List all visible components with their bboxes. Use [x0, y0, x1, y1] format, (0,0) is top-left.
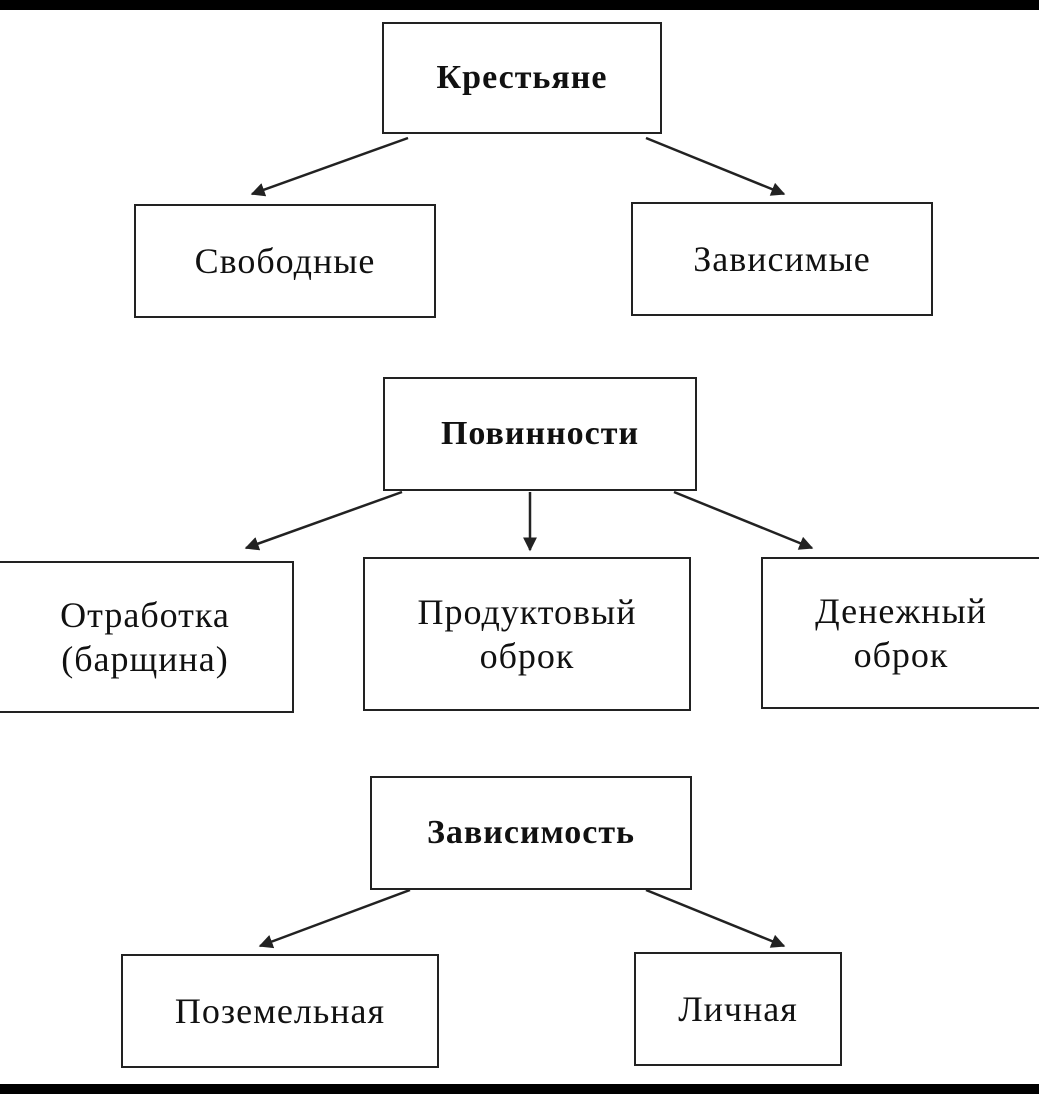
- node-krestyane-label: Крестьяне: [436, 59, 608, 96]
- connector-layer: [244, 136, 814, 949]
- node-pozemelnaya-label: Поземельная: [174, 991, 386, 1031]
- arrow-zavisimost-to-lichnaya: [645, 888, 786, 948]
- arrow-povinnosti-to-otrabotka: [244, 490, 403, 551]
- node-produktovyi-line1: Продуктовый: [417, 592, 637, 632]
- node-povinnosti-label: Повинности: [440, 415, 640, 452]
- node-krestyane: Крестьяне: [382, 22, 662, 134]
- node-zavisimye: Зависимые: [631, 202, 933, 316]
- arrow-povinnosti-to-denezhnyi: [673, 490, 814, 550]
- node-zavisimye-label: Зависимые: [693, 239, 871, 279]
- node-zavisimost-label: Зависимость: [426, 814, 636, 851]
- arrow-krestyane-to-zavisimye: [645, 136, 786, 196]
- node-produktovyi-obrok: Продуктовый оброк: [363, 557, 691, 711]
- node-produktovyi-line2: оброк: [479, 636, 575, 676]
- node-svobodnye-label: Свободные: [194, 241, 376, 281]
- node-otrabotka-line1: Отработка: [60, 595, 230, 635]
- node-denezhnyi-obrok: Денежный оброк: [761, 557, 1039, 709]
- node-denezhnyi-line2: оброк: [853, 635, 949, 675]
- node-denezhnyi-line1: Денежный: [815, 591, 987, 631]
- node-zavisimost: Зависимость: [370, 776, 692, 890]
- node-pozemelnaya: Поземельная: [121, 954, 439, 1068]
- diagram-canvas: Крестьяне Свободные Зависимые Повинности…: [0, 10, 1039, 1084]
- arrow-zavisimost-to-pozemelnaya: [258, 888, 411, 949]
- node-otrabotka-line2: (барщина): [61, 639, 229, 679]
- node-otrabotka: Отработка (барщина): [0, 561, 294, 713]
- node-povinnosti: Повинности: [383, 377, 697, 491]
- arrow-krestyane-to-svobodnye: [250, 136, 409, 197]
- node-lichnaya: Личная: [634, 952, 842, 1066]
- node-lichnaya-label: Личная: [678, 989, 798, 1029]
- node-svobodnye: Свободные: [134, 204, 436, 318]
